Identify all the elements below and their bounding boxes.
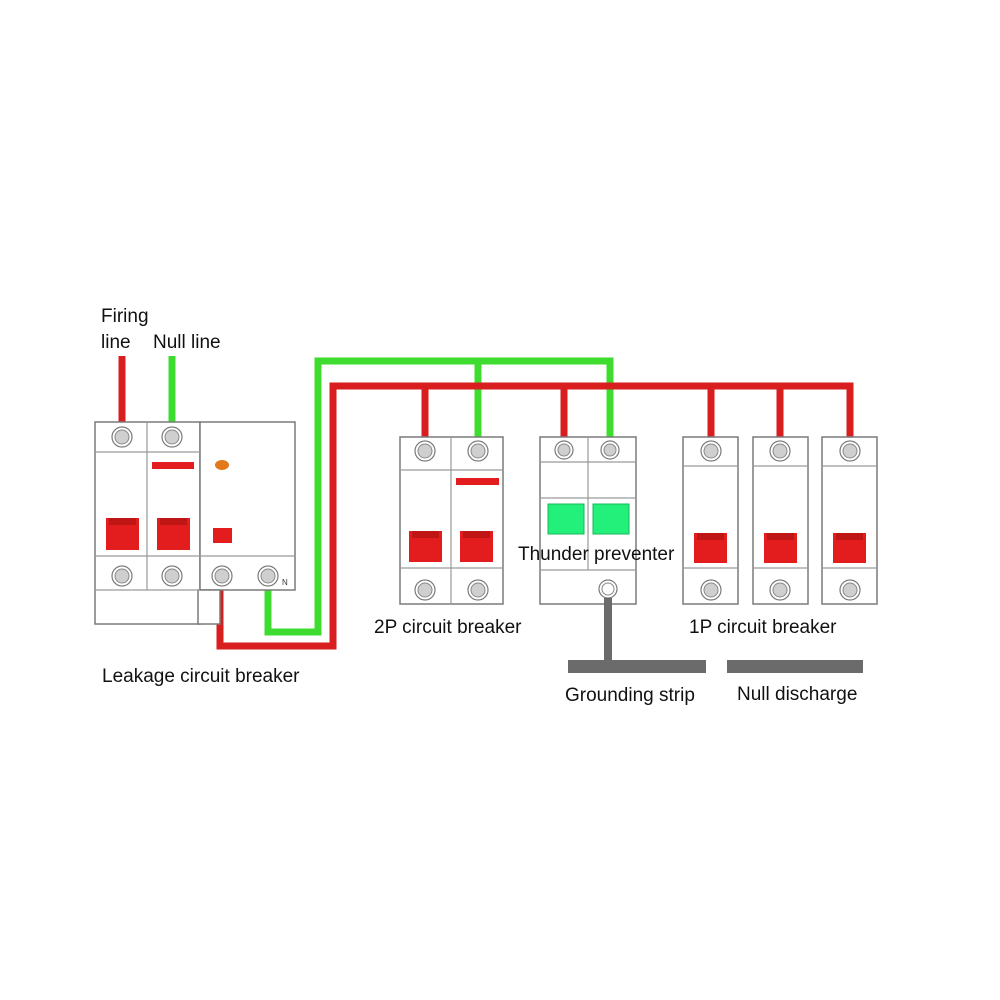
breaker-2p-terminal-top-l bbox=[414, 440, 436, 462]
breaker-1p-c bbox=[821, 436, 878, 605]
breaker-1p-a-terminal-top bbox=[700, 440, 722, 462]
breaker-1p-b-terminal-top bbox=[769, 440, 791, 462]
terminal-n-label: N bbox=[282, 578, 288, 587]
breaker-2p-terminal-bottom-n bbox=[467, 579, 489, 601]
leakage-breaker-label: Leakage circuit breaker bbox=[102, 666, 300, 687]
surge-terminal-top-l bbox=[554, 440, 574, 460]
leakage-terminal-out-l bbox=[211, 565, 233, 587]
breaker-2p bbox=[399, 436, 504, 605]
breaker-1p-b-body bbox=[752, 436, 809, 605]
thunder-preventer-label: Thunder preventer bbox=[518, 544, 675, 565]
surge-window-left bbox=[547, 503, 585, 535]
leakage-terminal-l-top bbox=[111, 426, 133, 448]
leakage-toggle-right[interactable] bbox=[157, 518, 190, 550]
leakage-circuit-breaker: N bbox=[94, 421, 296, 625]
leakage-terminal-n-top bbox=[161, 426, 183, 448]
null-discharge-label: Null discharge bbox=[737, 684, 857, 705]
breaker-1p-a-toggle[interactable] bbox=[694, 533, 727, 563]
breaker-1p-label: 1P circuit breaker bbox=[689, 617, 837, 638]
leakage-test-button[interactable] bbox=[215, 460, 229, 470]
breaker-2p-toggle-right[interactable] bbox=[460, 531, 493, 562]
breaker-1p-c-terminal-bottom bbox=[839, 579, 861, 601]
null-bus-wire bbox=[264, 357, 614, 636]
thunder-preventer bbox=[539, 436, 637, 605]
breaker-1p-a-terminal-bottom bbox=[700, 579, 722, 601]
leakage-toggle-left[interactable] bbox=[106, 518, 139, 550]
firing-bus-wire bbox=[216, 382, 854, 650]
leakage-trip-indicator bbox=[213, 528, 232, 543]
surge-window-right bbox=[592, 503, 630, 535]
leakage-rcd-foot bbox=[197, 589, 221, 625]
red-firing-wiring bbox=[118, 356, 854, 650]
breaker-2p-label: 2P circuit breaker bbox=[374, 617, 522, 638]
leakage-rcd-module bbox=[199, 421, 296, 591]
leakage-terminal-bottom-1 bbox=[111, 565, 133, 587]
grounding-strip-bar bbox=[568, 660, 706, 673]
firing-line-label-1: Firing bbox=[101, 306, 149, 327]
null-line-label: Null line bbox=[153, 332, 221, 353]
breaker-1p-b-toggle[interactable] bbox=[764, 533, 797, 563]
breaker-1p-a-body bbox=[682, 436, 739, 605]
surge-terminal-top-n bbox=[600, 440, 620, 460]
breaker-1p-b-terminal-bottom bbox=[769, 579, 791, 601]
firing-line-label-2: line bbox=[101, 332, 131, 353]
grounding-strip-label: Grounding strip bbox=[565, 685, 695, 706]
leakage-terminal-bottom-2 bbox=[161, 565, 183, 587]
breaker-2p-toggle-left[interactable] bbox=[409, 531, 442, 562]
breaker-1p-c-toggle[interactable] bbox=[833, 533, 866, 563]
leakage-terminal-out-n bbox=[257, 565, 279, 587]
breaker-1p-b bbox=[752, 436, 809, 605]
breaker-1p-a bbox=[682, 436, 739, 605]
surge-terminal-ground bbox=[598, 579, 618, 599]
breaker-2p-indicator-bar bbox=[456, 478, 499, 485]
breaker-2p-terminal-top-n bbox=[467, 440, 489, 462]
breaker-1p-c-terminal-top bbox=[839, 440, 861, 462]
breaker-2p-terminal-bottom-l bbox=[414, 579, 436, 601]
null-discharge-bar bbox=[727, 660, 863, 673]
breaker-1p-c-body bbox=[821, 436, 878, 605]
ground-lead-wire bbox=[604, 598, 612, 662]
leakage-indicator-bar bbox=[152, 462, 194, 469]
